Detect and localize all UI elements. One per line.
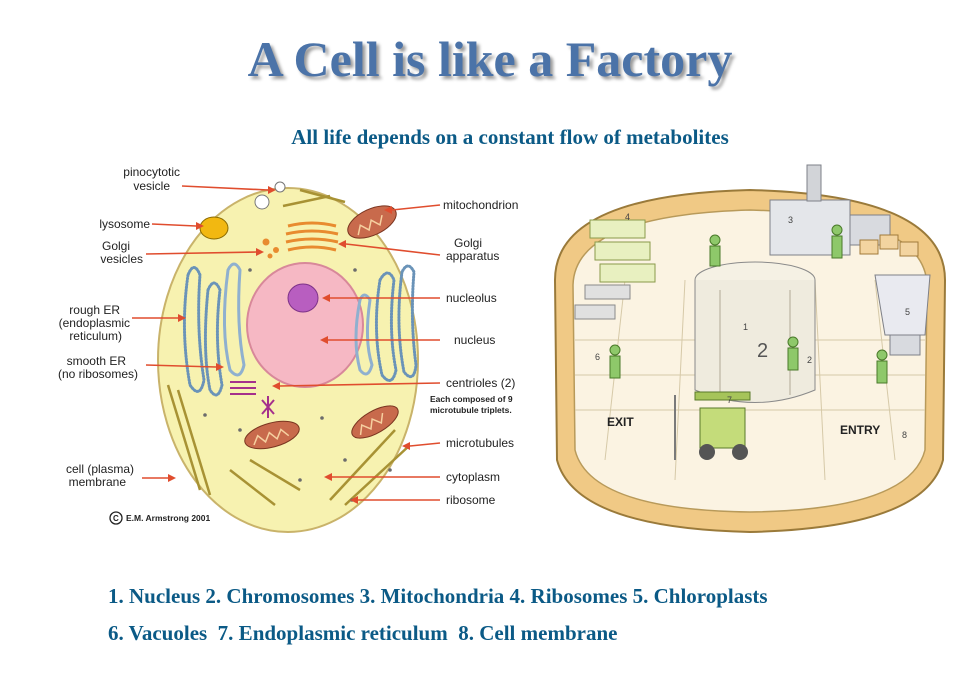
label-pinocytotic-2: vesicle [133, 179, 170, 193]
central-cylinder [694, 261, 816, 403]
forklift [674, 391, 751, 460]
label-mitochondrion: mitochondrion [443, 198, 518, 212]
copyright-icon [109, 511, 123, 525]
label-cell-membrane-1: cell (plasma) [66, 462, 134, 476]
nucleolus [287, 283, 319, 313]
factory-number-5: 5 [905, 307, 910, 317]
mitochondrion-top [347, 205, 397, 239]
entry-sign: ENTRY [840, 423, 880, 437]
boxes-stack [859, 234, 919, 257]
factory-illustration: EXIT ENTRY 3 4 5 6 7 8 1 2 2 [553, 164, 947, 534]
factory-number-3: 3 [788, 215, 793, 225]
label-rough-er-1: rough ER [69, 303, 120, 317]
label-nucleolus: nucleolus [446, 291, 497, 305]
copyright-symbol: C [113, 514, 119, 523]
ribosome-stacks [589, 219, 656, 283]
label-golgi-apparatus-1: Golgi [454, 236, 482, 250]
factory-number-2: 2 [807, 355, 812, 365]
smooth-er [222, 262, 374, 377]
label-ribosome: ribosome [446, 493, 496, 507]
cell-diagram: pinocytotic vesicle lysosome Golgi vesic… [58, 165, 518, 533]
caption-line-2: 6. Vacuoles 7. Endoplasmic reticulum 8. … [108, 621, 618, 645]
rough-er [182, 264, 418, 397]
nucleus [246, 262, 364, 388]
hopper-machine [874, 274, 931, 356]
factory-number-1: 1 [743, 322, 748, 332]
label-cell-membrane-2: membrane [69, 475, 127, 489]
label-nucleus: nucleus [454, 333, 495, 347]
factory-number-7: 7 [727, 395, 732, 405]
factory-number-4: 4 [625, 212, 630, 222]
label-centrioles-note-2: microtubule triplets. [430, 405, 512, 415]
label-lysosome: lysosome [99, 217, 150, 231]
pinocytotic-vesicle [254, 194, 270, 210]
factory-number-8: 8 [902, 430, 907, 440]
label-cytoplasm: cytoplasm [446, 470, 500, 484]
label-microtubules: microtubules [446, 436, 514, 450]
slide-title: A Cell is like a Factory [247, 31, 733, 87]
label-golgi-vesicles-1: Golgi [102, 239, 130, 253]
caption-line-1: 1. Nucleus 2. Chromosomes 3. Mitochondri… [108, 584, 768, 608]
label-rough-er-2: (endoplasmic [59, 316, 130, 330]
factory-number-big: 2 [757, 340, 768, 362]
worker-figures [609, 224, 888, 384]
label-rough-er-3: reticulum) [69, 329, 122, 343]
label-smooth-er-2: (no ribosomes) [58, 367, 138, 381]
label-golgi-vesicles-2: vesicles [100, 252, 143, 266]
ribosomes [203, 268, 392, 502]
centrioles [230, 381, 275, 418]
mitochondrion-bottom [244, 420, 300, 450]
label-smooth-er-1: smooth ER [67, 354, 127, 368]
conveyor-belt [574, 284, 631, 320]
golgi-apparatus [285, 221, 339, 252]
copyright-text: E.M. Armstrong 2001 [126, 513, 211, 523]
label-centrioles: centrioles (2) [446, 376, 515, 390]
golgi-vesicles [262, 238, 279, 259]
label-centrioles-note-1: Each composed of 9 [430, 394, 513, 404]
exit-sign: EXIT [607, 415, 634, 429]
factory-number-6: 6 [595, 352, 600, 362]
label-pinocytotic-1: pinocytotic [123, 165, 180, 179]
mitochondrion-right [351, 405, 399, 439]
label-arrows [132, 185, 441, 504]
label-golgi-apparatus-2: apparatus [446, 249, 499, 263]
lysosome [199, 216, 229, 240]
microtubules [166, 188, 411, 506]
slide-subtitle: All life depends on a constant flow of m… [291, 125, 729, 149]
